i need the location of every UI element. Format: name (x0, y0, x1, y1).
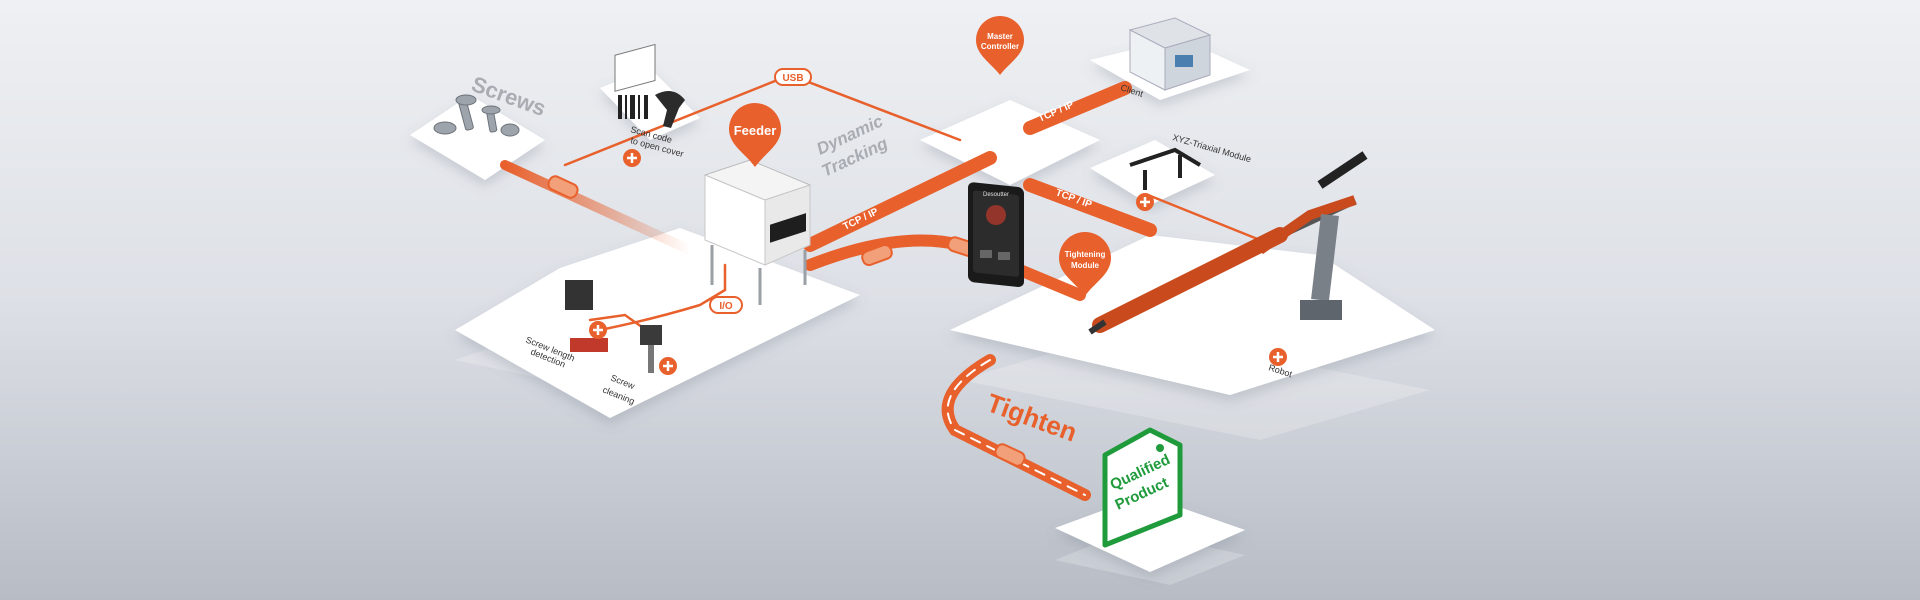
map-pin-icon (1059, 232, 1111, 296)
feeder-device (703, 159, 812, 305)
line-xyz (1146, 193, 1262, 242)
svg-text:Tightening: Tightening (1065, 250, 1106, 259)
xyz-module-device (1129, 147, 1202, 190)
pipe-screws (500, 160, 695, 255)
platform-xyz (1090, 140, 1215, 205)
svg-text:Feeder: Feeder (734, 123, 777, 138)
usb-tag: USB (774, 68, 812, 86)
line-io (598, 263, 727, 332)
plus-circle-icon (589, 321, 607, 339)
screws-group: Screws (433, 71, 549, 137)
band-tcp-left (803, 151, 997, 252)
svg-text:Module: Module (1071, 261, 1100, 270)
scanner-icon (655, 91, 685, 128)
band-tcp-client (1023, 81, 1132, 135)
screw-detection-device (565, 280, 662, 373)
svg-text:Master: Master (987, 32, 1013, 41)
qualified-product-tag: Qualified Product (1102, 427, 1183, 548)
client-device: Client (1119, 17, 1212, 99)
svg-text:USB: USB (782, 73, 803, 84)
map-pin-icon (729, 103, 781, 167)
robot-arm (1257, 151, 1368, 320)
plus-circle-icon (659, 357, 677, 375)
plus-circle-icon (1136, 193, 1154, 211)
platform-screws (410, 95, 545, 180)
master-controller-device: Desoutter (968, 182, 1024, 288)
barcode-icon (614, 43, 656, 92)
pipe-tightening (804, 234, 1086, 301)
tightening-module-pin: Tightening Module (1059, 232, 1111, 296)
plus-circle-icon (1269, 348, 1287, 366)
master-controller-pin: Master Controller (976, 16, 1024, 75)
platform-main-left (455, 228, 860, 418)
platforms (410, 38, 1435, 572)
band-tcp-right (1023, 178, 1157, 237)
svg-text:Desoutter: Desoutter (983, 192, 1009, 198)
svg-text:I/O: I/O (719, 301, 733, 312)
feeder-pin: Feeder (729, 103, 781, 167)
scanner-group: Scan code to open cover (614, 43, 685, 167)
svg-text:Controller: Controller (981, 42, 1019, 51)
dynamic-tracking: Dynamic Tracking (814, 111, 892, 180)
io-tag: I/O (709, 296, 743, 314)
map-pin-icon (976, 16, 1024, 75)
plus-circle-icon (623, 149, 641, 167)
